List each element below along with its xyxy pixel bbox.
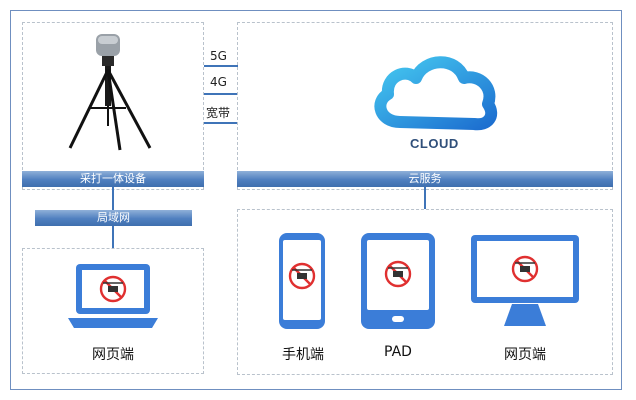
link-5g-line bbox=[204, 65, 238, 67]
clients-panel bbox=[237, 209, 613, 375]
net-5g-label: 5G bbox=[210, 49, 227, 63]
net-4g-label: 4G bbox=[210, 75, 227, 89]
lan-bar: 局域网 bbox=[35, 210, 192, 226]
diagram-frame bbox=[10, 10, 622, 390]
net-broadband-label: 宽带 bbox=[206, 106, 231, 120]
tripod-device-icon bbox=[68, 34, 152, 151]
cloud-clients-connector bbox=[424, 187, 426, 209]
left-web-caption: 网页端 bbox=[92, 347, 134, 363]
link-broadband-line bbox=[204, 122, 238, 124]
pad-caption: PAD bbox=[384, 344, 412, 360]
cloud-icon bbox=[374, 56, 498, 131]
link-4g-line bbox=[204, 93, 238, 95]
laptop-icon bbox=[68, 264, 158, 328]
mobile-caption: 手机端 bbox=[282, 347, 324, 363]
cloud-bar: 云服务 bbox=[237, 171, 613, 187]
cloud-text: CLOUD bbox=[410, 136, 459, 151]
monitor-icon bbox=[471, 235, 579, 326]
station-bar: 采打一体设备 bbox=[22, 171, 204, 187]
right-web-caption: 网页端 bbox=[504, 347, 546, 363]
tablet-icon bbox=[361, 233, 435, 329]
phone-icon bbox=[279, 233, 325, 329]
left-web-panel bbox=[22, 248, 204, 374]
